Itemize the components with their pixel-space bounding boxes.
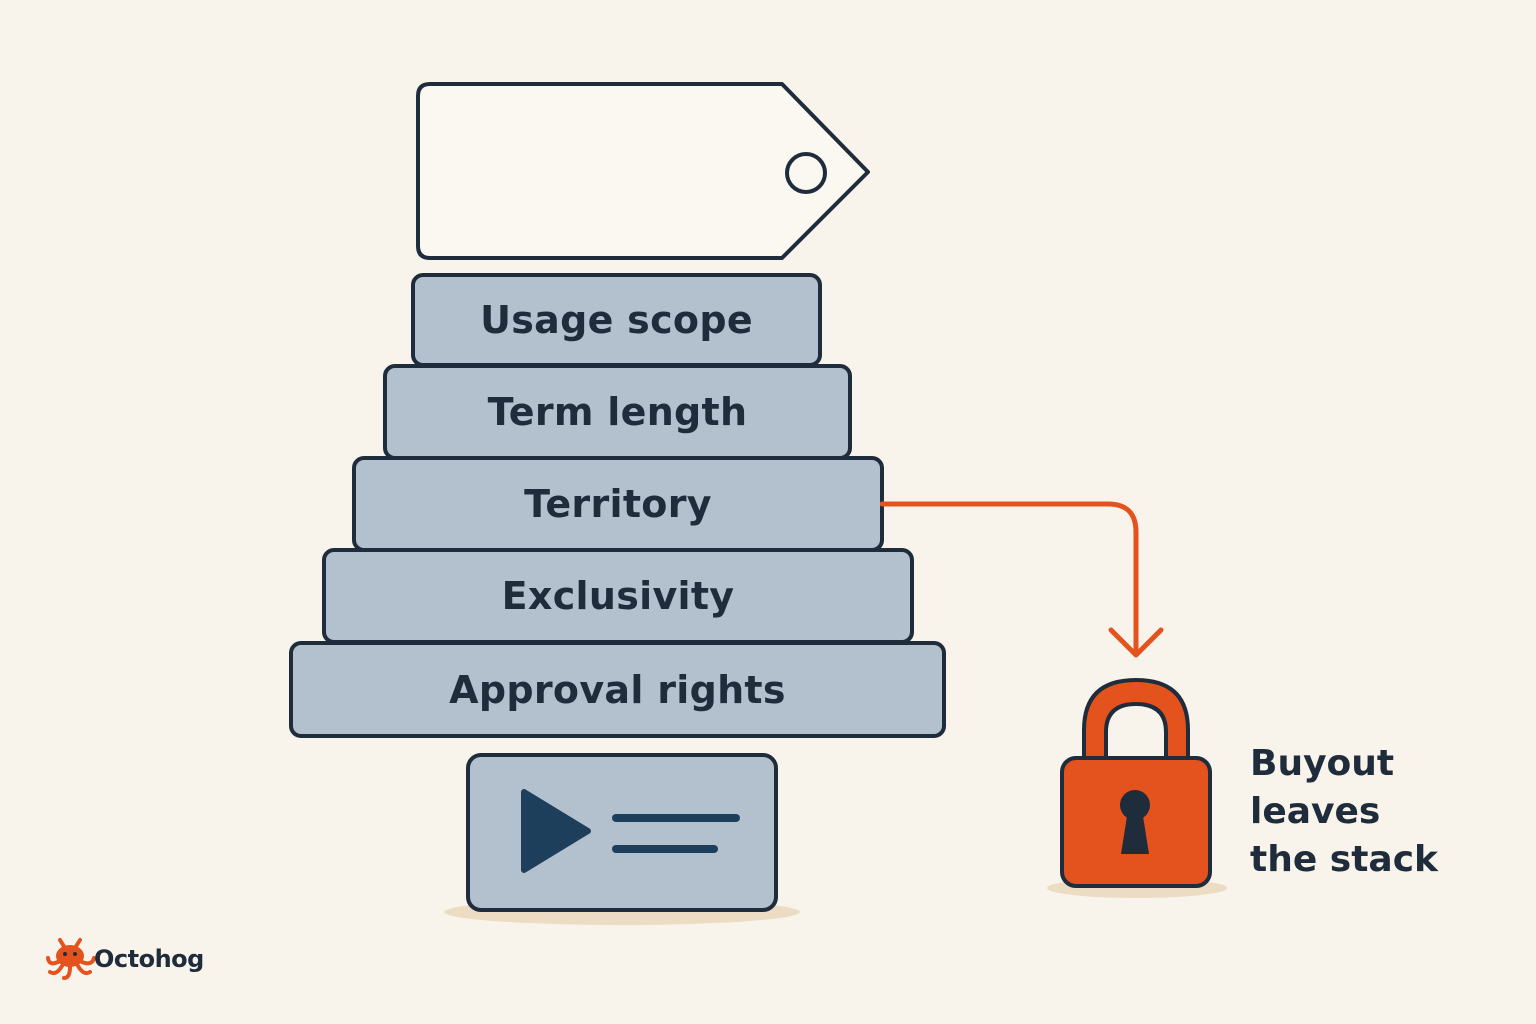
layer-approval-rights: Approval rights xyxy=(289,641,946,738)
caption-line: the stack xyxy=(1250,839,1438,880)
layer-label: Approval rights xyxy=(449,667,786,712)
layer-exclusivity: Exclusivity xyxy=(322,548,914,644)
octopus-mascot-icon xyxy=(46,938,96,980)
caption-line: leaves xyxy=(1250,791,1381,832)
buyout-arrow xyxy=(880,501,1164,658)
padlock-icon xyxy=(1047,678,1227,898)
caption-line: Buyout xyxy=(1250,743,1395,784)
layer-usage-scope: Usage scope xyxy=(411,273,822,367)
layer-label: Exclusivity xyxy=(501,574,735,618)
video-play-icon xyxy=(444,753,800,925)
layer-label: Term length xyxy=(487,390,748,434)
brand-logo: Octohog xyxy=(46,936,206,982)
layer-label: Territory xyxy=(524,482,712,526)
layer-label: Usage scope xyxy=(480,298,753,342)
layer-term-length: Term length xyxy=(383,364,852,460)
price-tag-icon xyxy=(416,82,870,260)
buyout-caption: Buyout leaves the stack xyxy=(1250,740,1438,884)
brand-name: Octohog xyxy=(94,945,204,973)
layer-territory: Territory xyxy=(352,456,884,552)
